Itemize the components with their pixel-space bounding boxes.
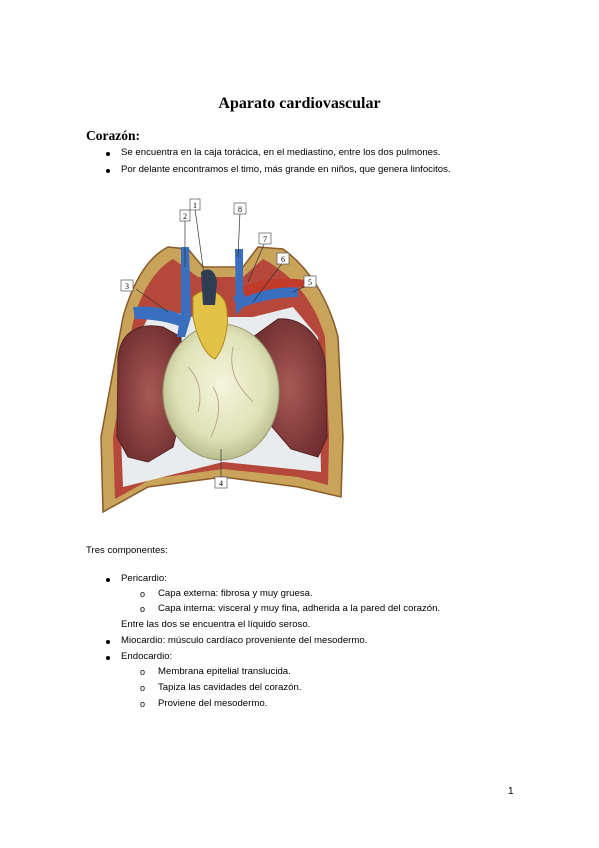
miocardio-label: Miocardio: músculo cardíaco proveniente … xyxy=(121,635,368,646)
sub-marker: o xyxy=(140,667,146,677)
page-number: 1 xyxy=(508,786,514,797)
pericardio-label: Pericardio: xyxy=(121,573,167,584)
sub-marker: o xyxy=(140,589,146,599)
figure-label-7: 7 xyxy=(263,235,267,244)
components-heading: Tres componentes: xyxy=(86,545,168,556)
section-heading: Corazón: xyxy=(86,128,140,143)
figure-label-2: 2 xyxy=(183,212,187,221)
pericardio-sub-2: Capa interna: visceral y muy fina, adher… xyxy=(158,603,441,614)
bullet-dot xyxy=(106,640,110,644)
endocardio-sub-1: Membrana epitelial translucida. xyxy=(158,666,291,677)
bullet-dot xyxy=(106,578,110,582)
heart-anatomy-figure: 1 2 8 7 6 5 3 4 xyxy=(100,198,344,514)
bullet-dot xyxy=(106,169,110,173)
figure-label-4: 4 xyxy=(219,479,223,488)
sub-marker: o xyxy=(140,604,146,614)
figure-label-1: 1 xyxy=(193,201,197,210)
bullet-dot xyxy=(106,656,110,660)
intro-bullet-1: Se encuentra en la caja torácica, en el … xyxy=(121,147,441,158)
sub-marker: o xyxy=(140,699,146,709)
figure-label-5: 5 xyxy=(308,278,312,287)
intro-bullet-2: Por delante encontramos el timo, más gra… xyxy=(121,164,451,175)
figure-label-6: 6 xyxy=(281,255,285,264)
bullet-dot xyxy=(106,152,110,156)
pericardio-sub-1: Capa externa: fibrosa y muy gruesa. xyxy=(158,588,313,599)
endocardio-sub-3: Proviene del mesodermo. xyxy=(158,698,268,709)
pericardio-note: Entre las dos se encuentra el líquido se… xyxy=(121,619,311,630)
figure-label-8: 8 xyxy=(238,205,242,214)
sub-marker: o xyxy=(140,683,146,693)
endocardio-sub-2: Tapiza las cavidades del corazón. xyxy=(158,682,302,693)
figure-label-3: 3 xyxy=(125,282,129,291)
endocardio-label: Endocardio: xyxy=(121,651,173,662)
page-title: Aparato cardiovascular xyxy=(218,95,381,112)
